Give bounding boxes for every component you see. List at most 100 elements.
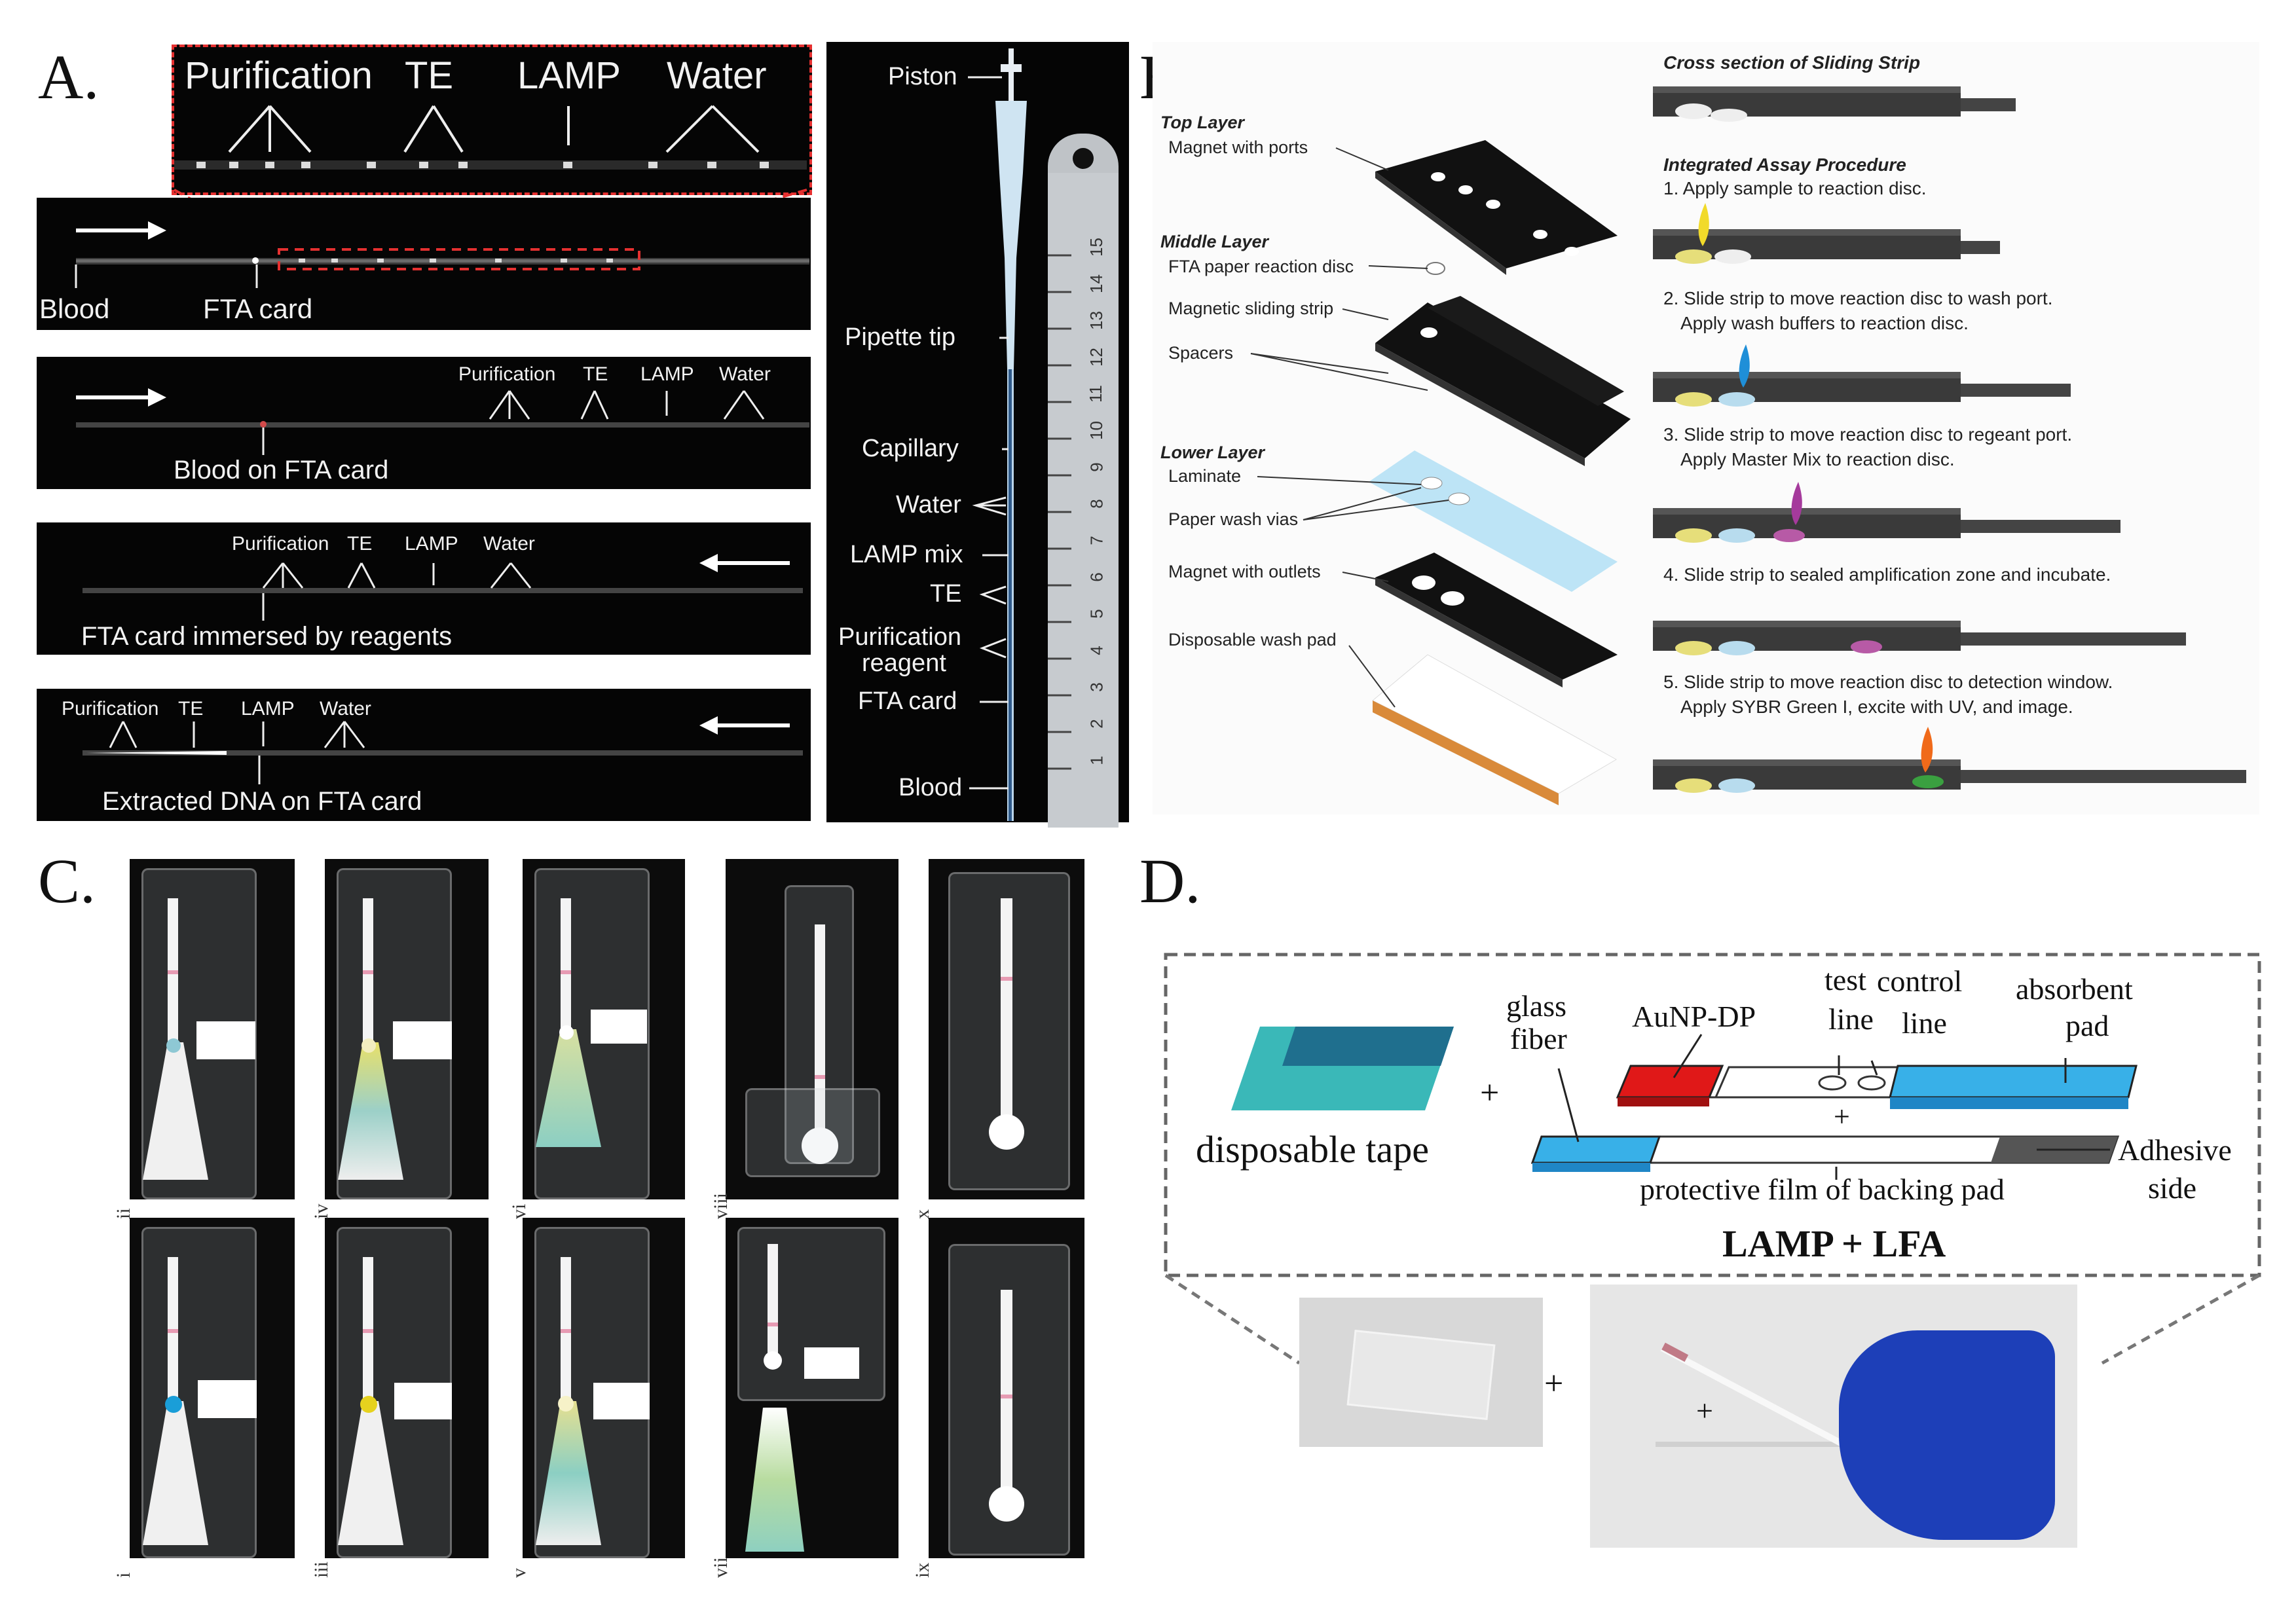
photo-x [929, 859, 1084, 1199]
cross-section-5 [1653, 727, 2246, 793]
strip-1-graphics [75, 221, 809, 288]
s4-label-lamp: LAMP [241, 698, 295, 720]
s4-caption: Extracted DNA on FTA card [102, 787, 422, 816]
s2-caption: Blood on FTA card [174, 456, 389, 484]
label-fta-card: FTA card [203, 293, 313, 324]
plus-1: + [1480, 1074, 1500, 1112]
label-adhesive: Adhesive [2118, 1133, 2232, 1167]
s4-label-water: Water [320, 698, 371, 720]
label-absorbent: absorbent [2016, 972, 2133, 1006]
label-control: control [1877, 964, 1963, 998]
s4-label-te: TE [178, 698, 204, 720]
cross-section-2 [1653, 344, 2071, 407]
cross-section-0 [1653, 86, 2016, 122]
device-graphics [995, 48, 1119, 828]
photo-iv [325, 859, 489, 1199]
cross-section-4 [1653, 621, 2186, 655]
step-1: 1. Apply sample to reaction disc. [1663, 178, 1927, 198]
plus-3: + [1544, 1365, 1564, 1402]
top-layer-title: Top Layer [1160, 113, 1245, 132]
s2-label-te: TE [583, 363, 608, 385]
fta-disc-label: FTA paper reaction disc [1168, 257, 1354, 276]
procedure-title: Integrated Assay Procedure [1663, 155, 1906, 175]
s3-label-water: Water [483, 533, 535, 555]
label-piston: Piston [888, 63, 957, 90]
step-5a: 5. Slide strip to move reaction disc to … [1663, 672, 2113, 692]
s3-label-purification: Purification [232, 533, 329, 555]
label-te: TE [930, 580, 962, 608]
panel-label-d: D. [1139, 846, 1201, 916]
label-blood: Blood [39, 293, 110, 324]
wash-pad-label: Disposable wash pad [1168, 630, 1337, 649]
label-capillary: Capillary [862, 435, 959, 462]
middle-layer-title: Middle Layer [1160, 232, 1269, 251]
photo-viii [726, 859, 898, 1199]
s2-label-purification: Purification [458, 363, 556, 385]
s3-label-lamp: LAMP [405, 533, 458, 555]
s3-caption: FTA card immersed by reagents [81, 622, 453, 651]
step-3a: 3. Slide strip to move reaction disc to … [1663, 424, 2073, 445]
laminate-label: Laminate [1168, 466, 1242, 486]
label-lamp-mix: LAMP mix [850, 541, 963, 568]
wash-vias-label: Paper wash vias [1168, 509, 1299, 529]
device-leaders [968, 76, 1009, 790]
label-control-line: line [1902, 1006, 1947, 1040]
label-aunp-dp: AuNP-DP [1632, 1000, 1756, 1033]
cross-section-1 [1653, 203, 2000, 264]
zoom-label-purification: Purification [185, 54, 373, 97]
step-2b: Apply wash buffers to reaction disc. [1680, 313, 1969, 333]
label-fta-card-device: FTA card [858, 687, 957, 715]
label-fiber: fiber [1510, 1022, 1567, 1055]
top-layer-desc: Magnet with ports [1168, 137, 1308, 157]
photo-v [523, 1218, 685, 1558]
photo-ii [130, 859, 295, 1199]
lower-layer-title: Lower Layer [1160, 443, 1265, 462]
plus-4: + [1696, 1394, 1713, 1427]
zoom-label-water: Water [667, 54, 767, 97]
label-purification: Purification [838, 623, 961, 651]
strip-3-graphics [83, 554, 803, 621]
step-4: 4. Slide strip to sealed amplification z… [1663, 564, 2111, 585]
label-disposable-tape: disposable tape [1196, 1128, 1429, 1171]
label-absorbent-pad: pad [2065, 1009, 2109, 1042]
diagram-title: LAMP + LFA [1722, 1222, 1946, 1265]
step-3b: Apply Master Mix to reaction disc. [1680, 449, 1955, 469]
cross-section-3 [1653, 482, 2120, 543]
step-5b: Apply SYBR Green I, excite with UV, and … [1680, 697, 2073, 717]
panel-b-background [1153, 42, 2259, 814]
zoom-inset [172, 45, 812, 195]
label-reagent: reagent [862, 649, 946, 677]
spacers-label: Spacers [1168, 343, 1234, 363]
label-test: test [1824, 963, 1866, 996]
photo-i [130, 1218, 295, 1558]
label-backing: protective film of backing pad [1640, 1173, 2005, 1206]
photo-vii [726, 1218, 898, 1558]
strip-2-graphics [76, 388, 809, 455]
strip-4-graphics [83, 716, 803, 784]
exploded-device [1250, 140, 1631, 805]
photo-iii [325, 1218, 489, 1558]
label-blood-device: Blood [898, 774, 963, 801]
s2-label-lamp: LAMP [640, 363, 694, 385]
tape-photo [1299, 1298, 1543, 1447]
label-test-line: line [1828, 1002, 1874, 1036]
photo-vi [523, 859, 685, 1199]
cross-sections [1653, 86, 2246, 793]
label-pipette-tip: Pipette tip [845, 323, 955, 351]
s3-label-te: TE [347, 533, 373, 555]
label-glass: glass [1506, 989, 1566, 1023]
cross-section-title: Cross section of Sliding Strip [1663, 52, 1921, 73]
sliding-strip-label: Magnetic sliding strip [1168, 299, 1334, 318]
step-2a: 2. Slide strip to move reaction disc to … [1663, 288, 2053, 308]
panel-label-c: C. [38, 846, 96, 916]
panel-label-a: A. [38, 42, 100, 112]
hand-photo [1590, 1285, 2077, 1548]
zoom-label-lamp: LAMP [517, 54, 621, 97]
photo-ix [929, 1218, 1084, 1558]
outlets-label: Magnet with outlets [1168, 562, 1321, 581]
plus-2: + [1834, 1101, 1850, 1133]
zoom-label-te: TE [405, 54, 454, 97]
label-adhesive-side: side [2148, 1171, 2197, 1205]
label-water: Water [896, 491, 961, 519]
